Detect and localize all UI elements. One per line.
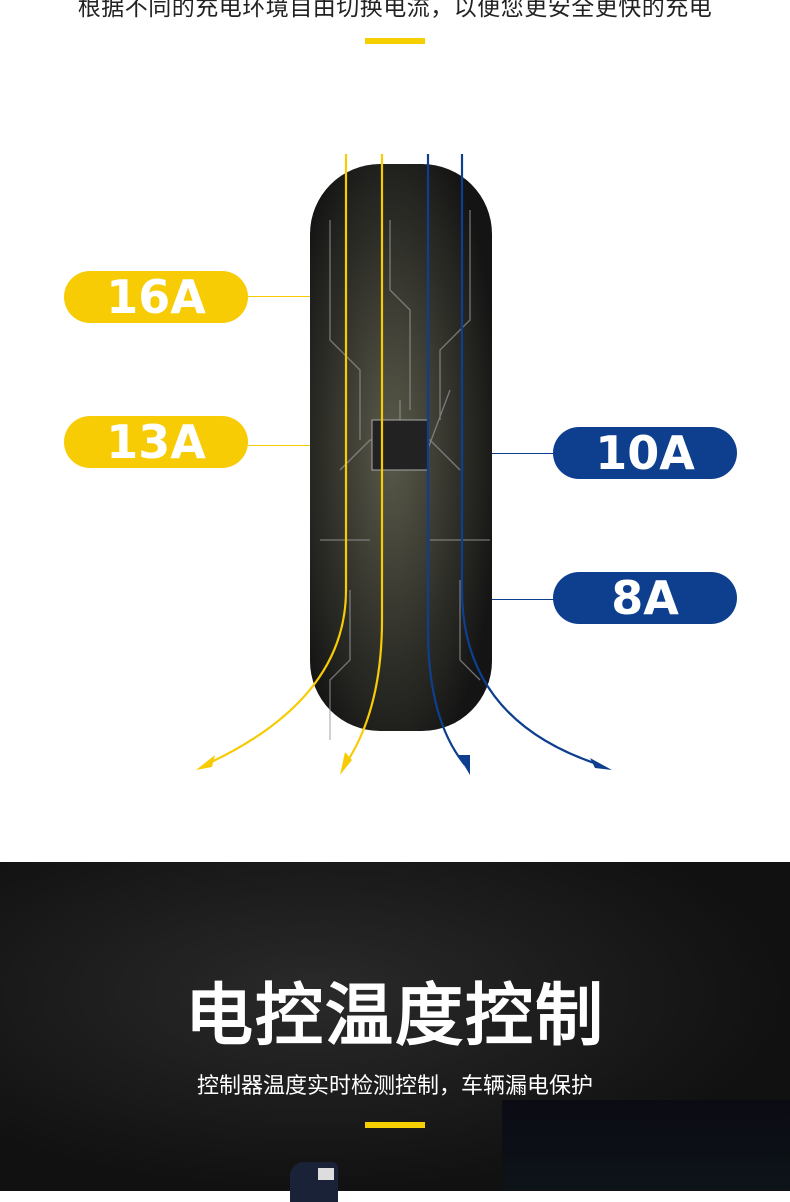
top-subtitle: 根据不同的充电环境自由切换电流，以便您更安全更快的充电 [77, 0, 713, 21]
current-8a-badge: 8A [553, 572, 737, 624]
circuit-device-illustration [196, 154, 612, 775]
chip [371, 419, 429, 471]
accent-bar-2 [365, 1122, 425, 1128]
current-10a-badge: 10A [553, 427, 737, 479]
section-subtitle: 控制器温度实时检测控制，车辆漏电保护 [196, 1074, 593, 1099]
arrow-8a [460, 154, 601, 767]
plug-pin [318, 1168, 334, 1180]
accent-bar [365, 38, 425, 44]
current-13a-badge: 13A [64, 416, 248, 468]
product-image-background [502, 1100, 790, 1191]
arrow-10a [426, 154, 466, 766]
arrow-13a [344, 154, 384, 766]
section-title: 电控温度控制 [184, 977, 605, 1056]
current-16a-badge: 16A [64, 271, 248, 323]
arrow-16a [204, 154, 348, 766]
